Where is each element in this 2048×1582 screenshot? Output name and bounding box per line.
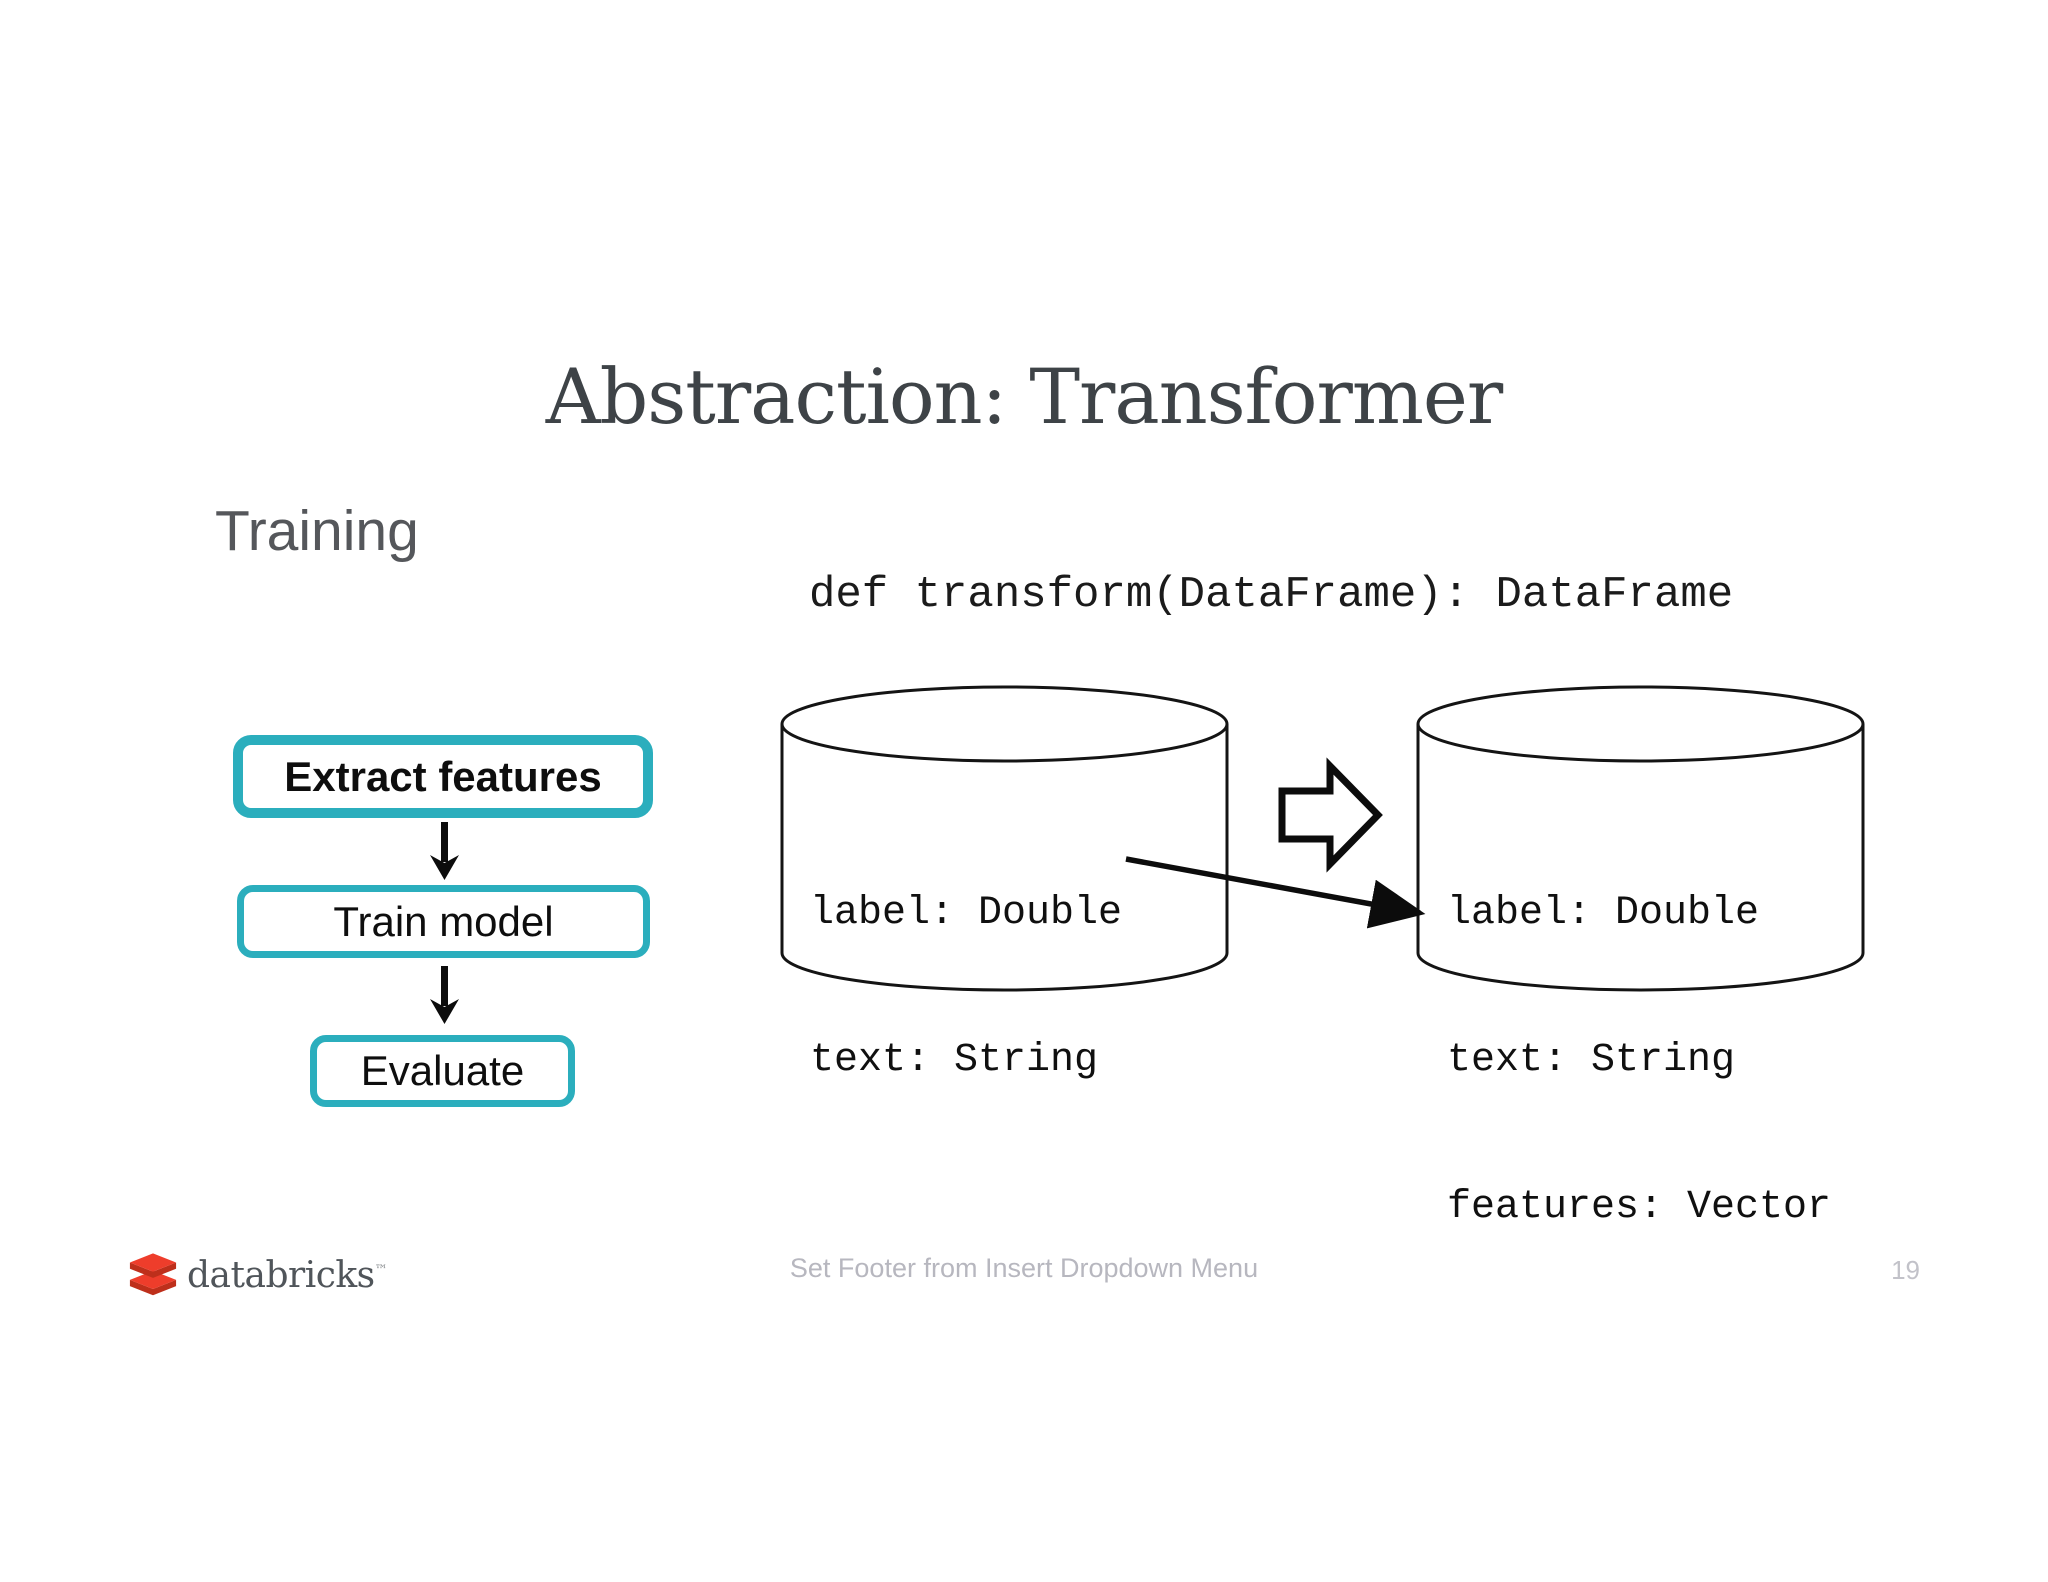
footer-placeholder-text: Set Footer from Insert Dropdown Menu [789,1253,1259,1283]
transform-block-arrow-icon [1278,757,1383,873]
flow-step-evaluate: Evaluate [310,1035,575,1107]
field-text-string: text: String [810,1038,1099,1083]
field-features-vector: features: Vector [1447,1185,1832,1230]
down-arrow-icon [430,822,459,880]
field-label-double: label: Double [810,891,1123,936]
text-to-features-arrow-icon [1125,856,1426,929]
down-arrow-icon [430,966,459,1024]
flow-step-label: Evaluate [360,1047,525,1094]
slide-title: Abstraction: Transformer [545,352,1503,441]
section-label-training: Training [215,499,419,563]
flow-step-label: Extract features [284,752,602,800]
flow-step-label: Train model [333,897,554,945]
input-dataframe-cylinder-icon [780,685,1229,992]
flow-step-train-model: Train model [237,885,650,958]
input-dataframe-fields: label: Double text: String [810,791,1122,1183]
trademark-symbol: ™ [374,1263,388,1278]
transform-method-signature: def transform(DataFrame): DataFrame [809,570,1734,620]
databricks-bricks-icon [129,1253,177,1296]
page-number: 19 [1891,1255,1920,1285]
logo-text: databricks [187,1255,375,1296]
output-dataframe-cylinder-icon [1416,685,1865,992]
databricks-logo: databricks™ [128,1252,388,1299]
field-label-double: label: Double [1447,891,1760,936]
flow-step-extract-features: Extract features [233,735,653,818]
databricks-wordmark: databricks™ [187,1255,388,1296]
output-dataframe-fields: label: Double text: String features: Vec… [1447,791,1831,1330]
field-text-string: text: String [1447,1038,1736,1083]
